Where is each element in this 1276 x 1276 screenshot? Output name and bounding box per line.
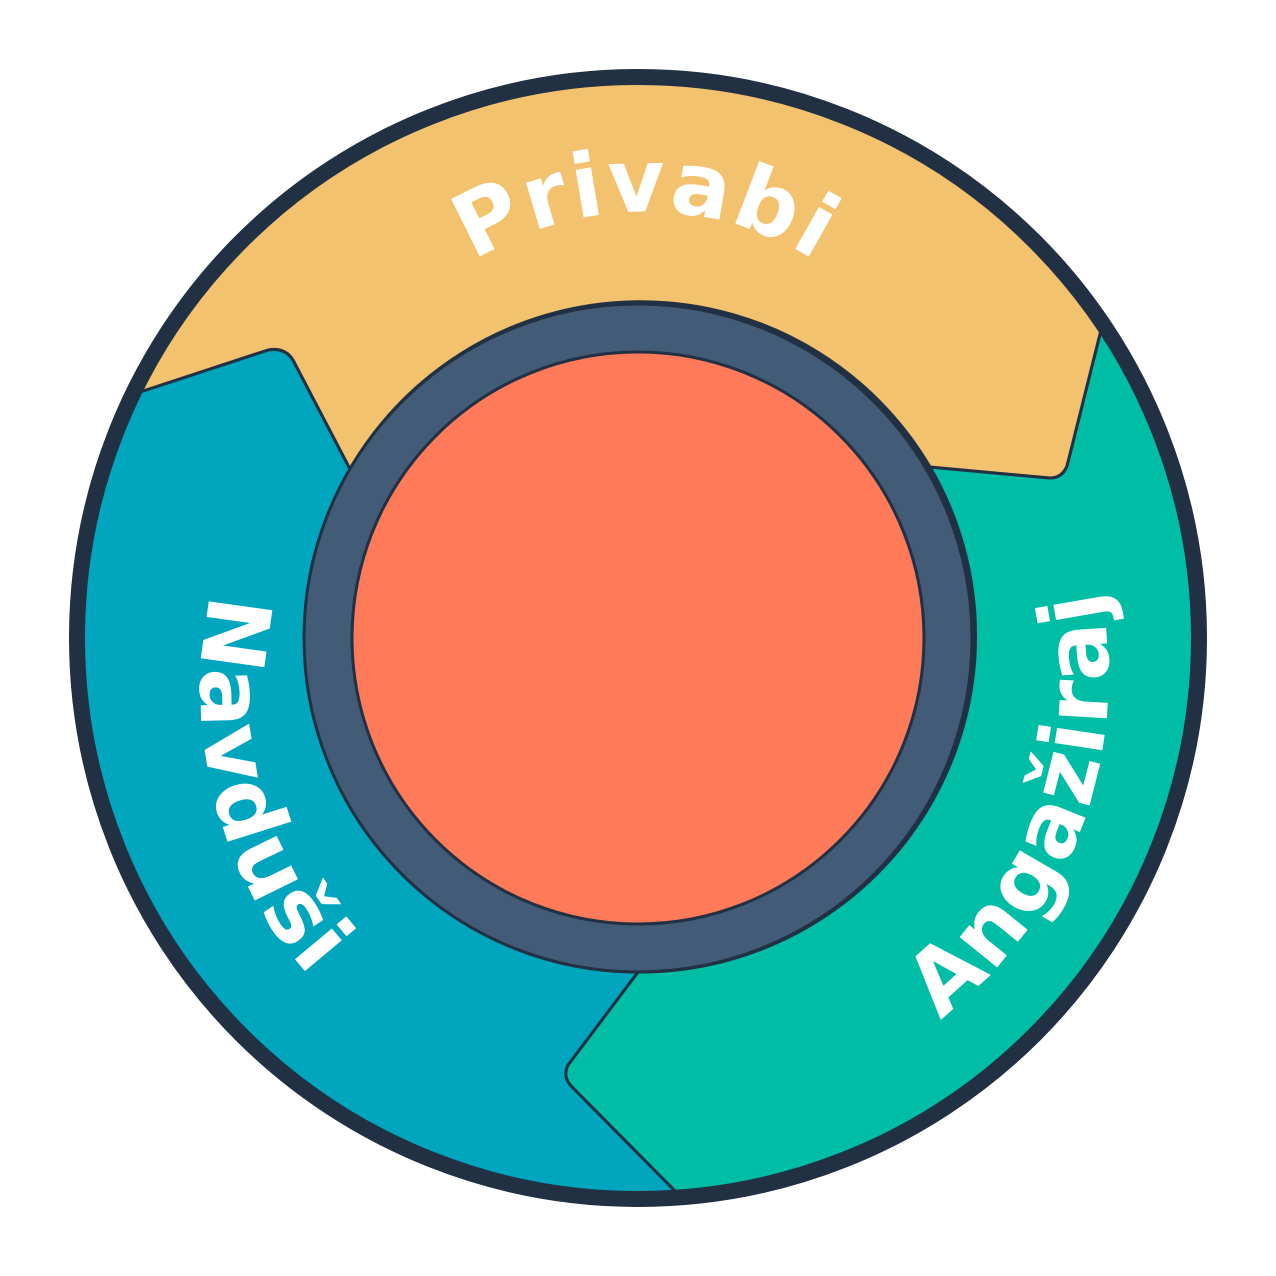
hub-center — [350, 350, 926, 926]
outer-border — [69, 69, 1207, 1207]
